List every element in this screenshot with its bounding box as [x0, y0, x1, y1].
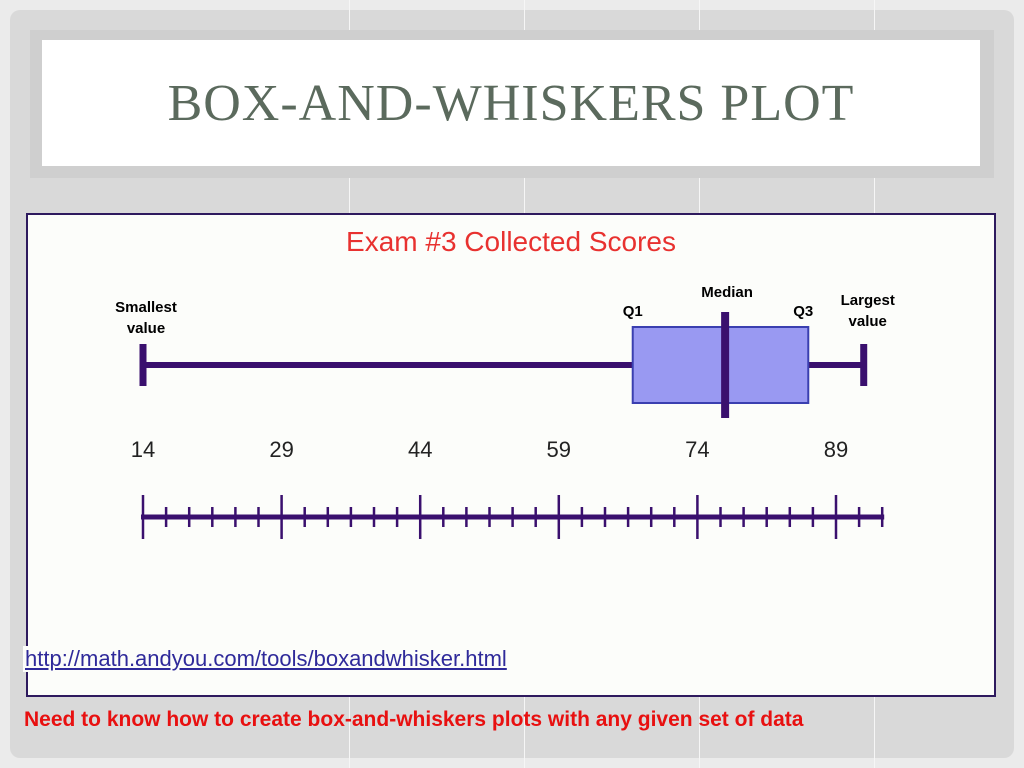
chart-title: Exam #3 Collected Scores — [346, 226, 676, 257]
label-median: Median — [701, 284, 753, 301]
tick-label: 74 — [685, 437, 709, 462]
tick-label: 89 — [824, 437, 848, 462]
iqr-box — [631, 326, 810, 404]
title-inner: Box-and-Whiskers Plot — [42, 40, 980, 166]
slide-title: Box-and-Whiskers Plot — [167, 74, 855, 132]
tick-label: 59 — [547, 437, 571, 462]
label-q3: Q3 — [793, 303, 813, 320]
title-box: Box-and-Whiskers Plot — [30, 30, 994, 178]
tick-label: 14 — [131, 437, 155, 462]
label-q1: Q1 — [623, 303, 643, 320]
source-link[interactable]: http://math.andyou.com/tools/boxandwhisk… — [23, 646, 509, 672]
tick-label: 29 — [269, 437, 293, 462]
tick-label: 44 — [408, 437, 432, 462]
footer-note: Need to know how to create box-and-whisk… — [24, 708, 804, 731]
